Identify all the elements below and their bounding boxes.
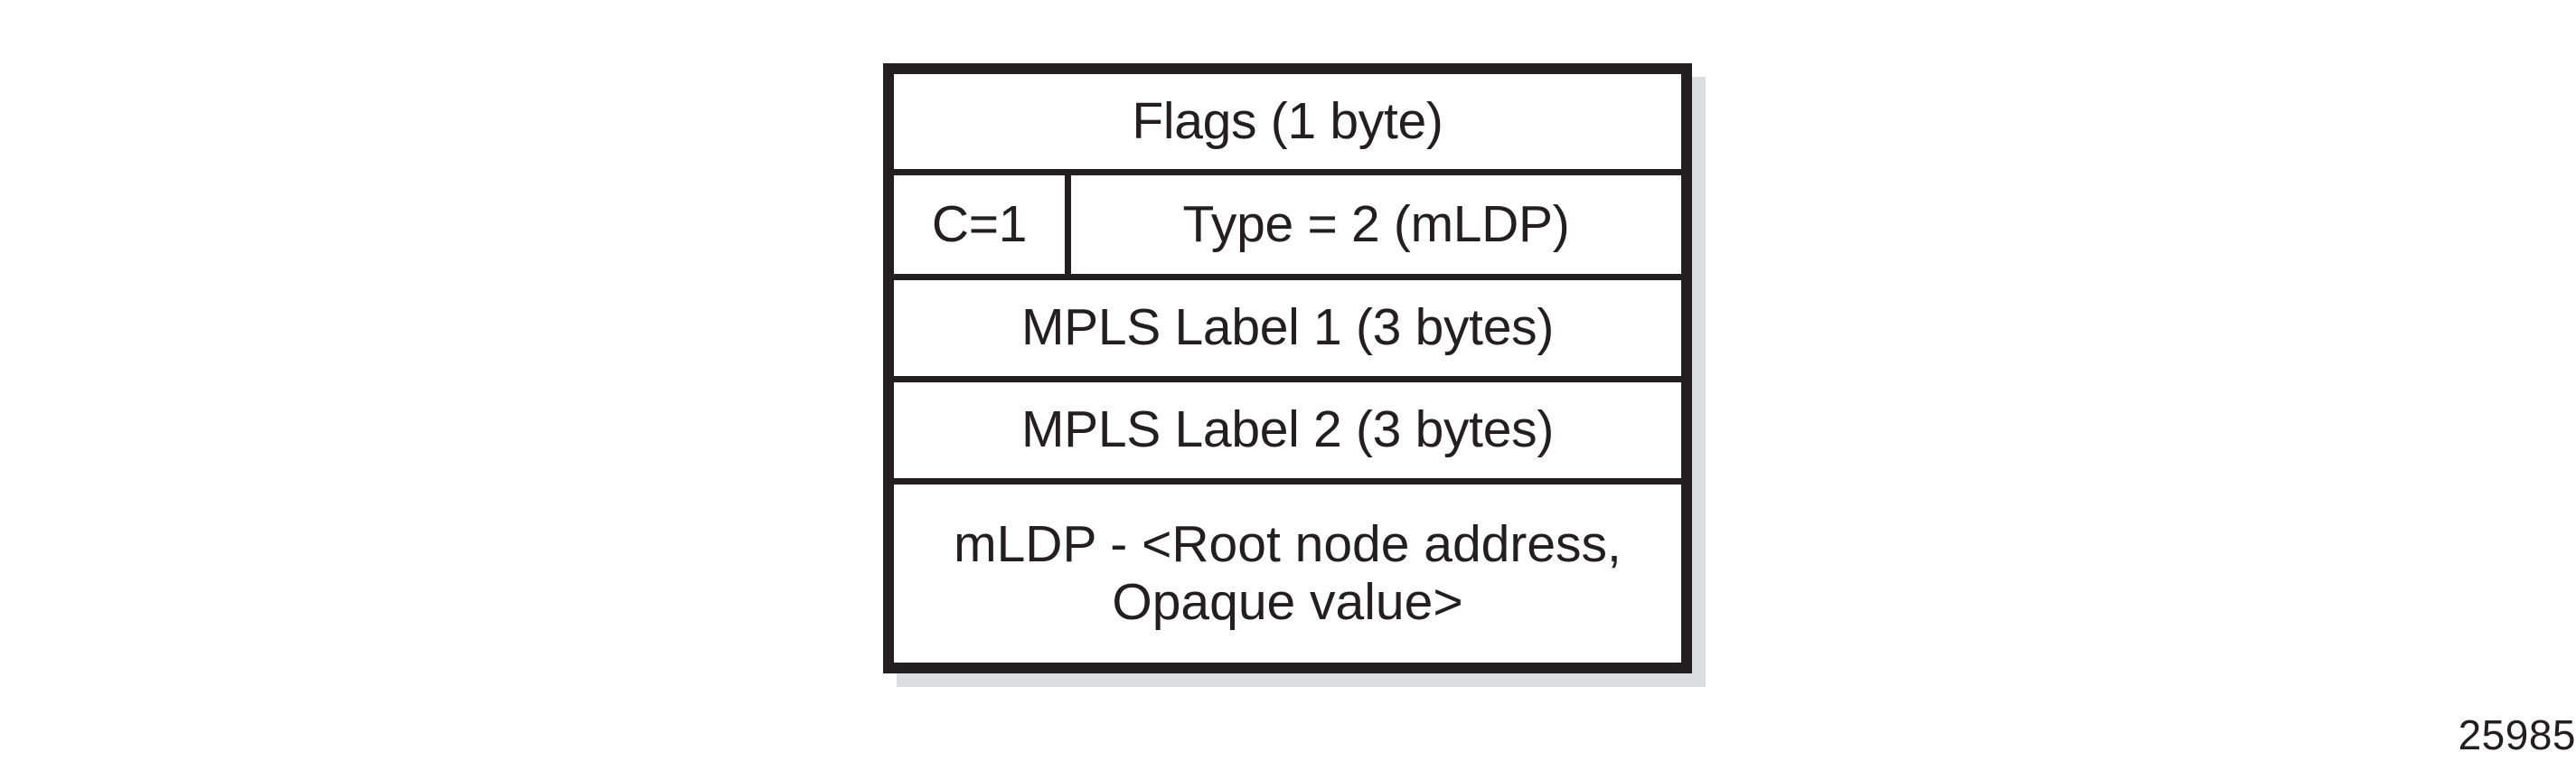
packet-row-mpls-label-2: MPLS Label 2 (3 bytes) xyxy=(894,382,1681,484)
packet-cell-mldp-fec: mLDP - <Root node address, Opaque value> xyxy=(945,514,1631,632)
packet-cell-mpls-label-1-label: MPLS Label 1 (3 bytes) xyxy=(1020,298,1555,357)
packet-cell-mldp-fec-line-1: mLDP - <Root node address, xyxy=(954,514,1622,573)
packet-cell-c-flag: C=1 xyxy=(894,175,1071,274)
packet-row-mldp-fec: mLDP - <Root node address, Opaque value> xyxy=(894,484,1681,663)
packet-cell-mpls-label-2-label: MPLS Label 2 (3 bytes) xyxy=(1020,400,1555,459)
packet-cell-c-flag-label: C=1 xyxy=(931,194,1028,253)
packet-row-flags: Flags (1 byte) xyxy=(894,74,1681,175)
packet-cell-flags-label: Flags (1 byte) xyxy=(1132,91,1443,150)
figure-id-label: 25985 xyxy=(2458,711,2576,758)
packet-row-mpls-label-1: MPLS Label 1 (3 bytes) xyxy=(894,280,1681,382)
packet-cell-type-label: Type = 2 (mLDP) xyxy=(1182,194,1570,253)
packet-cell-mldp-fec-line-2: Opaque value> xyxy=(1112,572,1463,631)
packet-format-table: Flags (1 byte) C=1 Type = 2 (mLDP) MPLS … xyxy=(883,63,1692,673)
packet-row-c-type: C=1 Type = 2 (mLDP) xyxy=(894,175,1681,280)
packet-cell-type: Type = 2 (mLDP) xyxy=(1071,175,1681,274)
